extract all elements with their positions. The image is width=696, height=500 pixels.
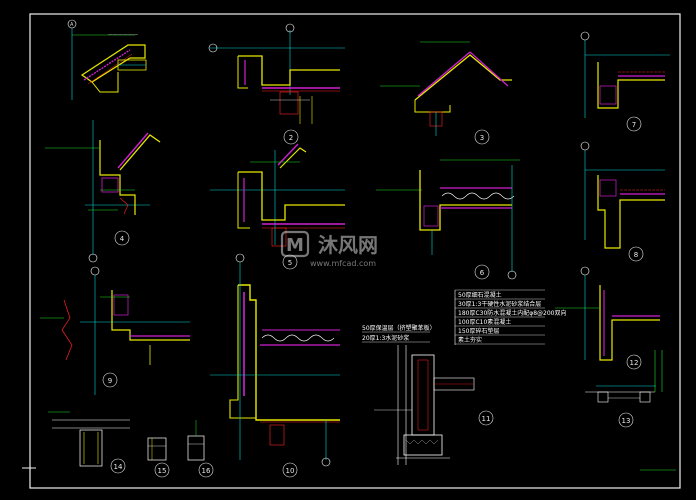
watermark-logo: M (286, 235, 304, 256)
layer-4: 100厚C10素混凝土 (458, 318, 511, 326)
detail-3: 3 (380, 41, 512, 145)
detail-number-5: 5 (288, 259, 292, 267)
detail-13: 13 (585, 385, 656, 428)
detail-9: 9 (40, 266, 190, 395)
svg-text:——————: —————— (108, 32, 138, 38)
wall-note-1: 50厚保温层（挤塑聚苯板） (362, 324, 436, 332)
detail-8: 8 (580, 141, 665, 262)
detail-12: 12 (555, 266, 660, 370)
detail-1: A —————— (67, 19, 147, 100)
detail-number-12: 12 (630, 359, 639, 367)
layer-2: 30厚1:3干硬性水泥砂浆结合层 (458, 300, 541, 308)
detail-number-2: 2 (289, 134, 293, 142)
watermark: M 沐风网 www.mfcad.com (280, 230, 378, 268)
layer-5: 150厚碎石垫层 (458, 327, 499, 335)
detail-number-10: 10 (286, 467, 295, 475)
detail-number-4: 4 (120, 235, 125, 243)
detail-number-8: 8 (634, 251, 638, 259)
detail-number-3: 3 (480, 134, 484, 142)
title-block (640, 350, 676, 471)
watermark-brand: 沐风网 (318, 233, 378, 257)
layer-3: 180厚C30防水混凝土内配φ8@200双向 (458, 309, 567, 317)
detail-14: 14 (48, 411, 130, 474)
detail-5: 5 (210, 143, 345, 270)
detail-number-15: 15 (158, 467, 167, 475)
watermark-url: www.mfcad.com (310, 259, 376, 268)
detail-number-7: 7 (632, 121, 636, 129)
detail-10: 10 (210, 253, 340, 478)
detail-15: 15 (147, 437, 170, 478)
detail-number-6: 6 (480, 269, 485, 277)
detail-number-16: 16 (202, 467, 211, 475)
layer-1: 50厚细石混凝土 (458, 291, 502, 299)
detail-16: 16 (187, 420, 214, 478)
wall-note-2: 20厚1:3水泥砂浆 (362, 334, 409, 342)
detail-number-14: 14 (114, 463, 123, 471)
detail-number-13: 13 (622, 417, 631, 425)
layer-6: 素土夯实 (458, 336, 482, 344)
detail-number-11: 11 (482, 415, 491, 423)
detail-number-9: 9 (108, 377, 112, 385)
drawing-frame (29, 13, 681, 489)
wall-note: 50厚保温层（挤塑聚苯板） 20厚1:3水泥砂浆 (362, 324, 436, 343)
detail-7: 7 (580, 31, 670, 132)
detail-4: 4 (45, 120, 161, 263)
grid-axis-label: A (70, 22, 74, 28)
detail-11: 11 (374, 345, 494, 465)
roof-layer-legend: 50厚细石混凝土 30厚1:3干硬性水泥砂浆结合层 180厚C30防水混凝土内配… (454, 289, 567, 345)
detail-6: 6 (376, 159, 520, 280)
detail-2: 2 (208, 23, 345, 145)
